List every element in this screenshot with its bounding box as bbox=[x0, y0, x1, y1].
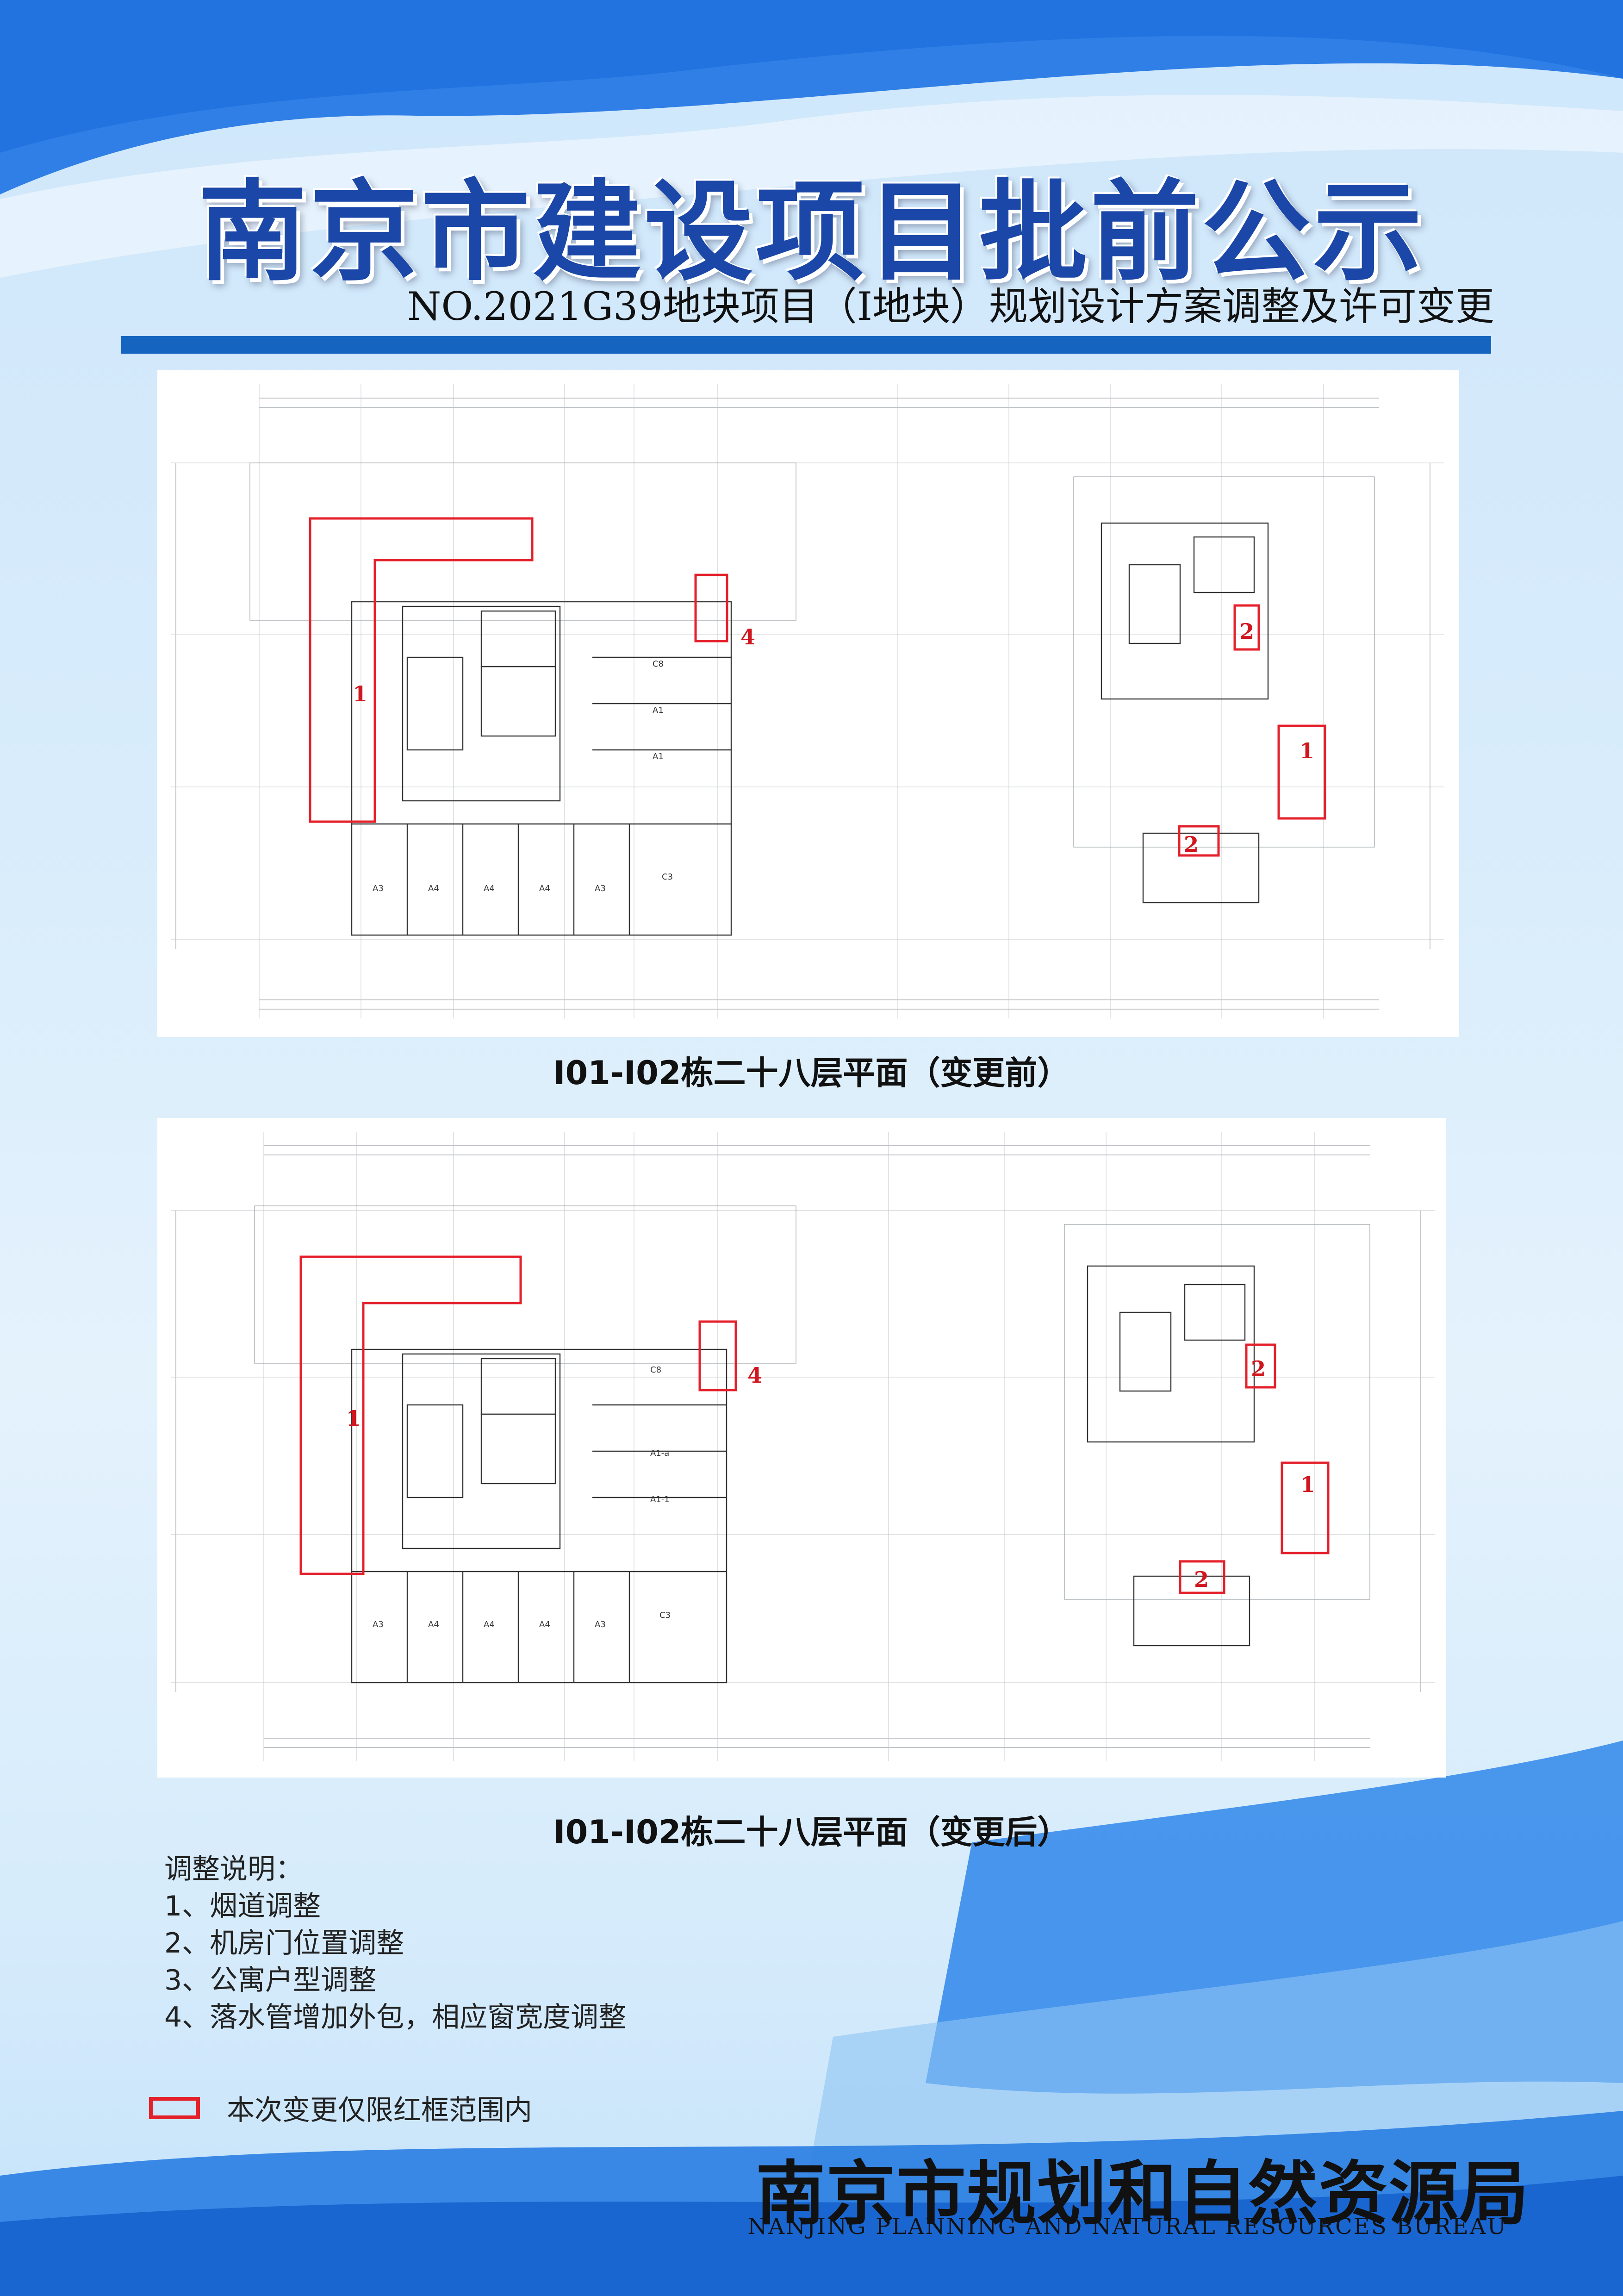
unit-label: A4 bbox=[428, 1620, 439, 1629]
marker-2: 2 bbox=[1194, 1567, 1209, 1592]
unit-label: C8 bbox=[653, 659, 664, 669]
unit-label: C8 bbox=[650, 1365, 661, 1375]
note-item: 3、公寓户型调整 bbox=[164, 1964, 377, 1997]
note-item: 1、烟道调整 bbox=[164, 1890, 321, 1922]
marker-2: 2 bbox=[1239, 619, 1254, 644]
legend: 本次变更仅限红框范围内 bbox=[149, 2088, 532, 2128]
grid-lines bbox=[171, 384, 1444, 1018]
unit-label: A4 bbox=[428, 884, 439, 893]
building-left-walls bbox=[249, 462, 796, 936]
notes-heading: 调整说明： bbox=[164, 1853, 303, 1885]
marker-4: 4 bbox=[740, 624, 755, 649]
unit-label: A4 bbox=[539, 884, 550, 893]
unit-label: A1-a bbox=[650, 1448, 669, 1458]
bureau-name-en: NANJING PLANNING AND NATURAL RESOURCES B… bbox=[747, 2214, 1507, 2240]
unit-label: A3 bbox=[373, 1620, 384, 1629]
unit-label: A4 bbox=[484, 1620, 495, 1629]
building-right-walls bbox=[1064, 1224, 1370, 1647]
marker-1: 1 bbox=[1300, 738, 1314, 763]
unit-label: A3 bbox=[373, 884, 384, 893]
unit-label: C3 bbox=[662, 872, 673, 882]
unit-label: C3 bbox=[659, 1610, 671, 1620]
change-markers: 1 4 2 1 2 bbox=[309, 517, 1326, 857]
unit-label: A3 bbox=[595, 884, 606, 893]
plan-after-caption: I01-I02栋二十八层平面（变更后） bbox=[553, 1813, 1070, 1851]
dimension-lines bbox=[175, 1145, 1421, 1748]
unit-label: A1-1 bbox=[650, 1495, 670, 1504]
floor-plan-before: A3 A4 A4 A4 A3 C3 C8 A1 A1 1 4 2 1 2 bbox=[157, 370, 1459, 1037]
unit-labels: A3 A4 A4 A4 A3 C3 C8 A1-a A1-1 bbox=[373, 1365, 671, 1629]
marker-1: 1 bbox=[1300, 1472, 1315, 1497]
marker-1: 1 bbox=[346, 1406, 361, 1431]
dimension-lines bbox=[175, 398, 1430, 1010]
note-item: 2、机房门位置调整 bbox=[164, 1927, 404, 1959]
unit-label: A1 bbox=[653, 752, 664, 761]
legend-text: 本次变更仅限红框范围内 bbox=[227, 2094, 532, 2127]
marker-2: 2 bbox=[1184, 832, 1199, 857]
header-rule bbox=[121, 336, 1491, 354]
adjustment-notes: 调整说明： 1、烟道调整 2、机房门位置调整 3、公寓户型调整 4、落水管增加外… bbox=[164, 1851, 626, 2036]
change-markers: 1 4 2 1 2 bbox=[299, 1255, 1330, 1594]
unit-label: A4 bbox=[539, 1620, 550, 1629]
unit-label: A1 bbox=[653, 705, 664, 715]
note-item: 4、落水管增加外包，相应窗宽度调整 bbox=[164, 2001, 627, 2034]
bureau-name-cn: 南京市规划和自然资源局 bbox=[755, 2153, 1530, 2234]
plan-before-caption: I01-I02栋二十八层平面（变更前） bbox=[553, 1054, 1070, 1092]
grid-lines bbox=[171, 1132, 1435, 1761]
building-left-walls bbox=[254, 1205, 796, 1684]
unit-label: A4 bbox=[484, 884, 495, 893]
marker-2: 2 bbox=[1251, 1356, 1266, 1381]
red-box-legend-swatch bbox=[149, 2096, 200, 2119]
building-right-walls bbox=[1073, 476, 1375, 904]
floor-plan-after: A3 A4 A4 A4 A3 C3 C8 A1-a A1-1 1 4 2 1 2 bbox=[157, 1118, 1446, 1778]
marker-1: 1 bbox=[353, 681, 367, 706]
marker-4: 4 bbox=[747, 1363, 762, 1388]
page-title: 南京市建设项目批前公示 bbox=[198, 168, 1425, 296]
project-subtitle: NO.2021G39地块项目（I地块）规划设计方案调整及许可变更 bbox=[407, 284, 1494, 329]
unit-labels: A3 A4 A4 A4 A3 C3 C8 A1 A1 bbox=[373, 659, 673, 893]
unit-label: A3 bbox=[595, 1620, 606, 1629]
